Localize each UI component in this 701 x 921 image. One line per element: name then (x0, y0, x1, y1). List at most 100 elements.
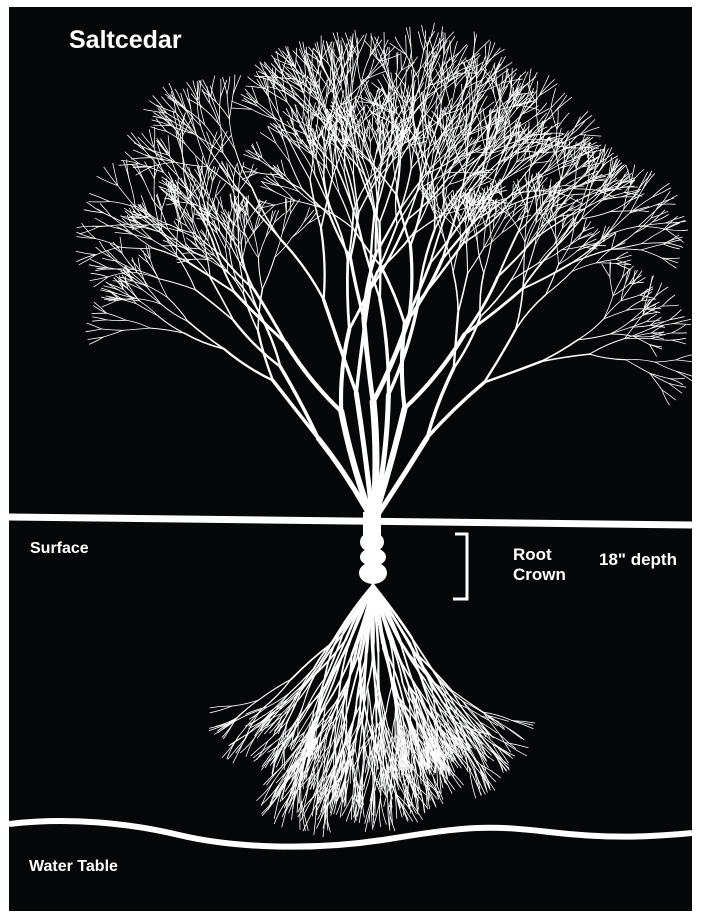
tree-branch (454, 313, 458, 368)
tree-branch (258, 106, 275, 119)
tree-branch (580, 127, 599, 134)
tree-branch (655, 360, 676, 362)
tree-branch (484, 362, 541, 383)
tree-branch (139, 301, 157, 316)
tree-branch (544, 133, 563, 134)
tree-branch (322, 41, 324, 63)
tree-branch (152, 162, 175, 167)
tree-branch (97, 176, 118, 185)
tree-branch (443, 32, 444, 55)
tree-branch (156, 105, 176, 113)
tree-branch (662, 305, 678, 306)
tree-branch (468, 248, 484, 273)
tree-branch (652, 339, 671, 341)
tree-branch (647, 314, 657, 321)
tree-branch (342, 46, 345, 66)
tree-branch (484, 330, 515, 383)
tree-branch (524, 242, 526, 281)
tree-branch (150, 259, 157, 276)
tree-branch (671, 338, 685, 340)
root-strand (222, 736, 238, 757)
tree-branch (630, 314, 646, 321)
tree-branch (635, 222, 653, 233)
tree-branch (79, 255, 96, 265)
tree-branch (626, 360, 650, 373)
tree-branch (438, 108, 442, 125)
tree-branch (630, 310, 643, 321)
tree-branch (521, 72, 529, 91)
root-strand (495, 745, 515, 756)
tree-branch (489, 200, 490, 218)
root-system (209, 585, 535, 837)
tree-branch (650, 373, 663, 390)
tree-branch (234, 227, 235, 244)
tree-branch (258, 173, 279, 175)
tree-branch (671, 340, 685, 344)
tree-branch (283, 213, 287, 232)
tree-branch (154, 127, 155, 148)
tree-branch (167, 297, 188, 321)
tree-branch (437, 187, 438, 201)
tree-branch (467, 245, 468, 274)
tree-branch (290, 200, 299, 214)
depth-label: 18" depth (599, 551, 677, 568)
tree-branch (676, 355, 692, 360)
tree-branch (590, 339, 625, 355)
tree-branch (610, 321, 631, 334)
tree-branch (410, 195, 423, 245)
tree-branch (413, 80, 415, 98)
diagram-title: Saltcedar (69, 28, 182, 53)
tree-branch (610, 249, 641, 250)
tree-branch (555, 219, 581, 248)
tree-branch (229, 94, 233, 119)
tree-branch (397, 52, 398, 68)
tree-branch (191, 108, 197, 134)
tree-branch (93, 317, 107, 320)
tree-branch (610, 277, 613, 296)
tree-branch (418, 51, 424, 78)
tree-branch (557, 113, 569, 129)
tree-branch (502, 221, 518, 233)
tree-branch (662, 258, 676, 268)
tree-branch (128, 135, 145, 150)
tree-branch (536, 103, 538, 130)
tree-branch (445, 108, 462, 114)
root-strand (300, 800, 301, 830)
tree-branch (642, 243, 666, 244)
tree-branch (669, 378, 684, 379)
tree-branch (641, 244, 663, 250)
tree-branch (123, 328, 150, 330)
tree-branch (641, 250, 662, 258)
tree-branch (212, 167, 219, 181)
tree-branch (440, 32, 454, 49)
tree-branch (464, 289, 522, 334)
diagram-canvas: Saltcedar Surface Root Crown 18" depth W… (9, 7, 692, 911)
tree-branch (602, 264, 610, 276)
tree-branch (663, 244, 679, 249)
tree-branch (183, 253, 195, 254)
tree-branch (498, 232, 518, 276)
tree-branch (673, 324, 690, 325)
tree-branch (102, 301, 116, 307)
tree-branch (280, 186, 295, 201)
tree-branch (357, 57, 361, 83)
water-table-label: Water Table (29, 859, 118, 875)
tree-branch (486, 49, 505, 63)
tree-branch (406, 69, 407, 87)
tree-branch (347, 262, 349, 330)
tree-branch (537, 81, 538, 103)
tree-branch (142, 133, 154, 148)
tree-branch (666, 243, 683, 248)
tree-branch (234, 194, 235, 207)
tree-branch (144, 181, 155, 203)
tree-branch (413, 70, 414, 87)
tree-branch (275, 201, 295, 206)
tree-branch (575, 116, 592, 128)
tree-branch (196, 290, 234, 321)
tree-branch (659, 195, 677, 207)
tree-branch (119, 164, 139, 166)
tree-branch (97, 268, 113, 269)
tree-branch (330, 216, 351, 258)
tree-branch (557, 110, 558, 130)
tree-branch (583, 186, 602, 197)
